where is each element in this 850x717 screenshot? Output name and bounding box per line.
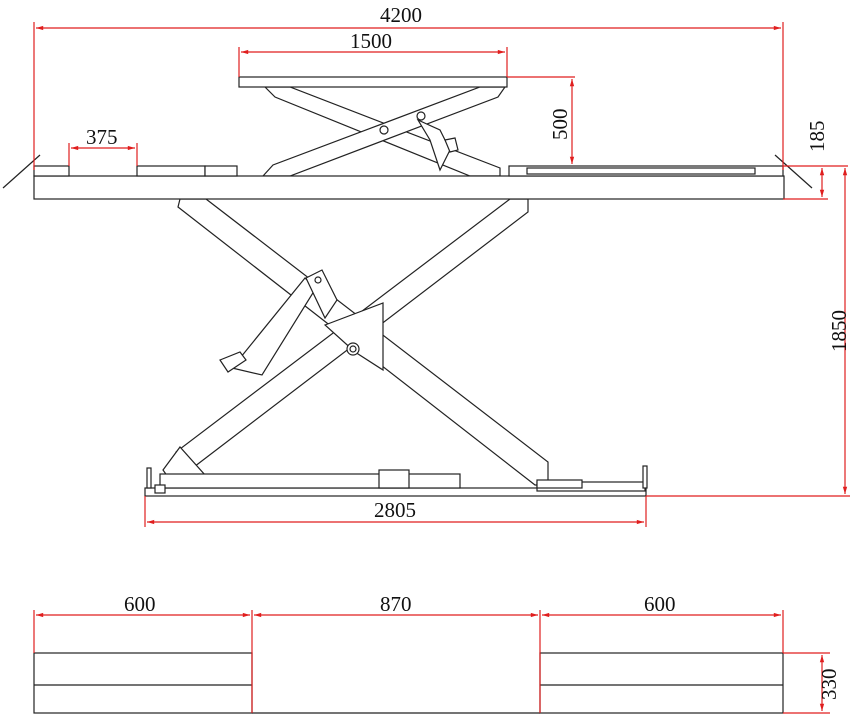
top-table <box>238 76 508 88</box>
dim-top-table: 1500 <box>350 29 392 53</box>
dimensions-top: 600 870 600 330 <box>33 592 841 714</box>
right-platform <box>539 652 784 714</box>
dim-lowered-height: 330 <box>817 669 841 701</box>
dim-top-lift: 500 <box>548 109 572 141</box>
upper-scissor <box>261 86 507 177</box>
dim-max-height: 1850 <box>827 310 850 352</box>
base-frame <box>144 465 648 497</box>
dim-pad-width: 375 <box>86 125 118 149</box>
left-platform <box>33 652 253 714</box>
dimensions-side: 4200 1500 500 375 185 1850 2805 <box>33 3 850 527</box>
dim-base-length: 2805 <box>374 498 416 522</box>
platform <box>2 154 813 200</box>
dim-right-width: 600 <box>644 592 676 616</box>
dim-left-width: 600 <box>124 592 156 616</box>
pivot-pin <box>346 342 360 356</box>
top-view <box>33 652 784 714</box>
dim-platform-thickness: 185 <box>805 121 829 153</box>
lower-scissor <box>162 198 549 491</box>
dim-gap-width: 870 <box>380 592 412 616</box>
right-ramp-edge <box>774 154 813 189</box>
dim-overall-length: 4200 <box>380 3 422 27</box>
